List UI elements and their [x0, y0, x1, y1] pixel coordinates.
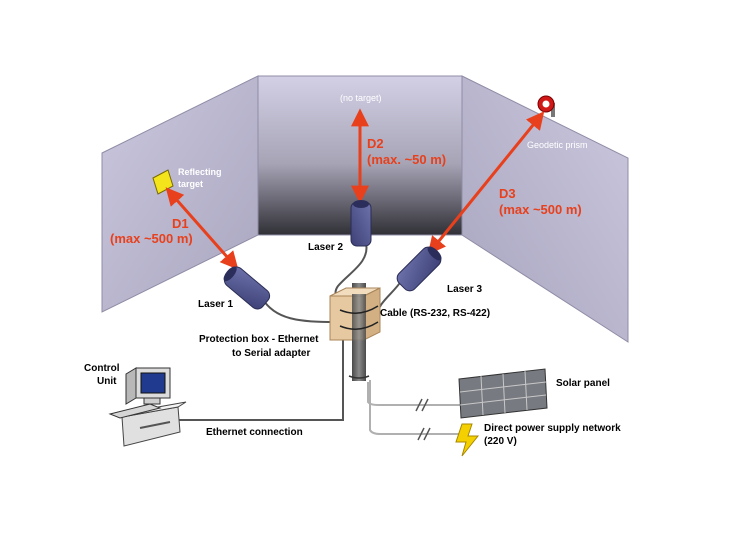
computer-icon — [108, 367, 187, 447]
power-cables — [367, 380, 465, 435]
d1-arrow — [165, 187, 239, 270]
laser-1-label: Laser 1 — [198, 299, 233, 310]
d2-range-label: (max. ~50 m) — [367, 152, 446, 167]
text-labels: (no target) Reflecting target Geodetic p… — [84, 93, 621, 447]
cable-label: Cable (RS-232, RS-422) — [380, 308, 490, 319]
laser-1-device — [223, 266, 271, 310]
control-unit-label-2: Unit — [97, 376, 117, 387]
laser1-cable — [261, 297, 337, 323]
control-unit-label-1: Control — [84, 363, 120, 374]
lightning-icon — [455, 423, 480, 457]
laser-2-label: Laser 2 — [308, 242, 343, 253]
no-target-label: (no target) — [340, 93, 382, 103]
d3-label: D3 — [499, 186, 516, 201]
solar-panel-icon — [458, 368, 548, 419]
d3-range-label: (max ~500 m) — [499, 202, 582, 217]
solar-panel-label: Solar panel — [556, 378, 610, 389]
geodetic-prism-label: Geodetic prism — [527, 140, 588, 150]
protection-box-label-1: Protection box - Ethernet — [199, 334, 319, 345]
protection-box — [329, 287, 381, 342]
power-network-label-1: Direct power supply network — [484, 423, 621, 434]
reflecting-target-label-1: Reflecting — [178, 167, 222, 177]
protection-box-label-2: to Serial adapter — [232, 348, 310, 359]
laser-3-label: Laser 3 — [447, 284, 482, 295]
ethernet-label: Ethernet connection — [206, 427, 303, 438]
d1-label: D1 — [172, 216, 189, 231]
power-network-label-2: (220 V) — [484, 436, 517, 447]
cable-break-marks — [415, 398, 431, 441]
d3-arrow — [427, 111, 545, 255]
geodetic-prism-icon — [537, 95, 555, 117]
laser-2-device — [350, 200, 372, 247]
reflecting-target-label-2: target — [178, 179, 203, 189]
d2-label: D2 — [367, 136, 384, 151]
ethernet-cable — [178, 340, 344, 421]
d1-range-label: (max ~500 m) — [110, 231, 193, 246]
laser-3-device — [396, 246, 442, 292]
measurement-arrows — [165, 108, 545, 270]
